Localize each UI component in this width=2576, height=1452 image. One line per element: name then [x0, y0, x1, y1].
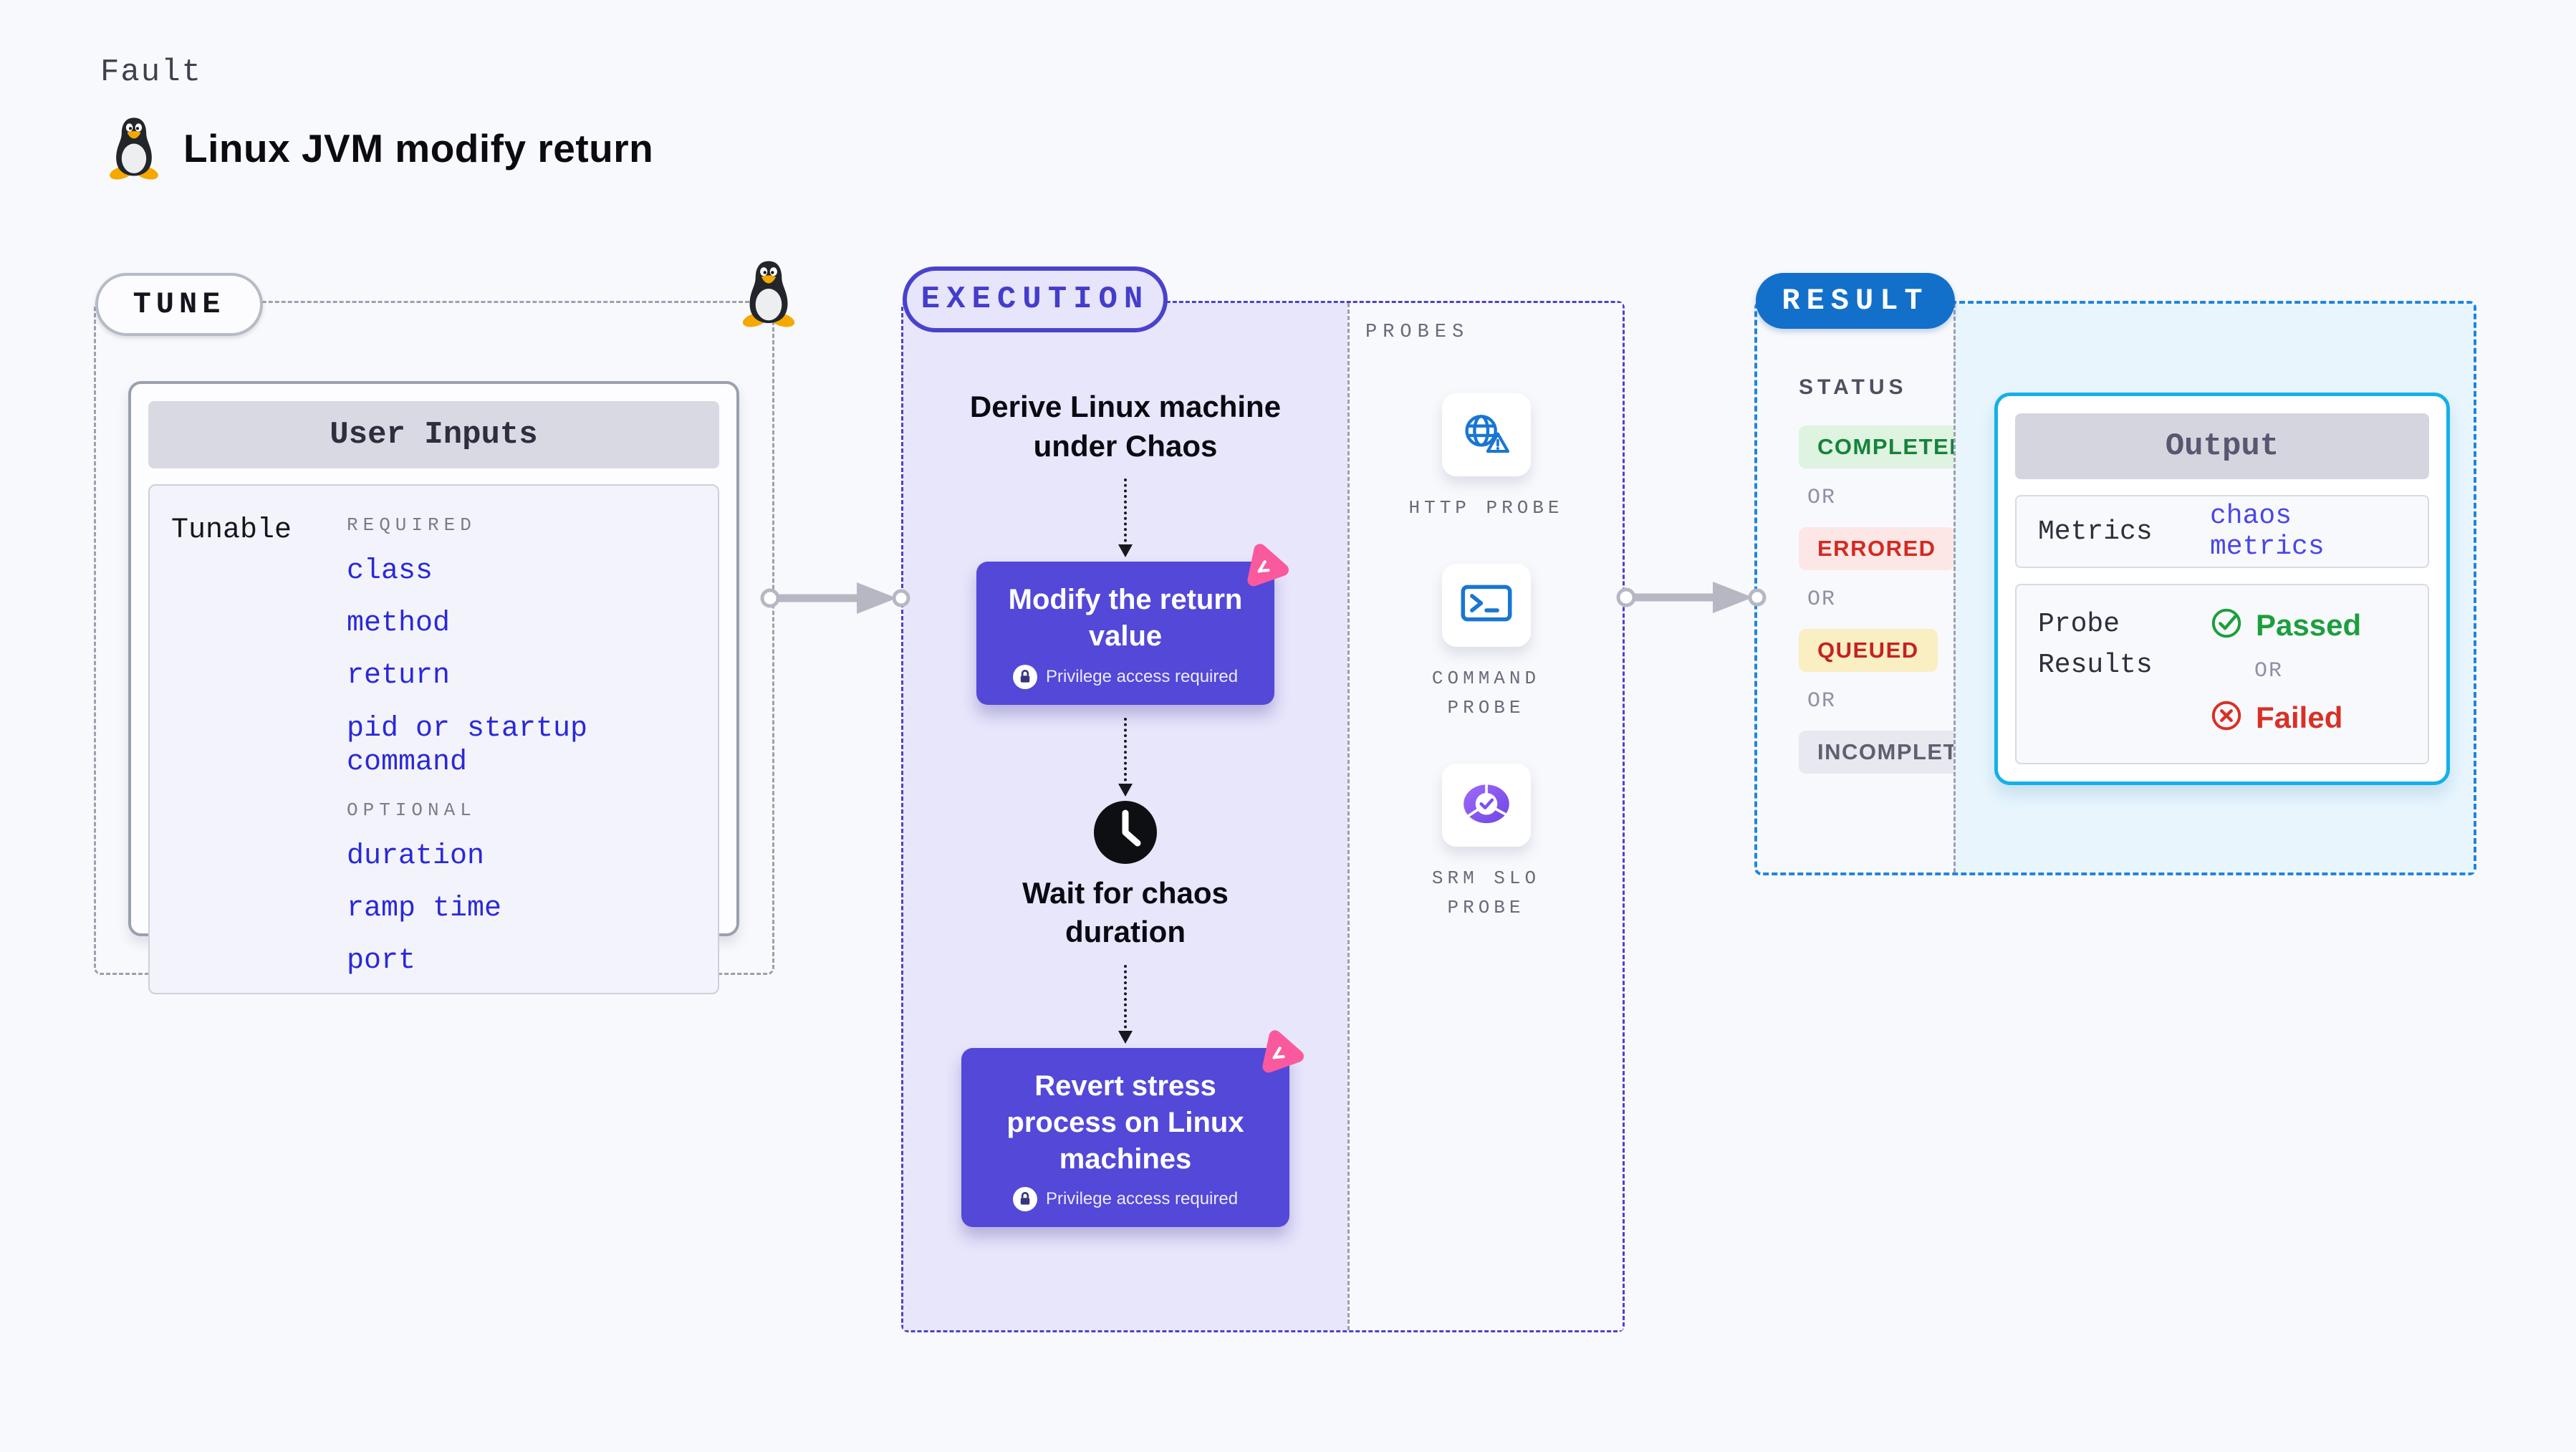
status-badge-queued: QUEUED [1799, 629, 1938, 672]
execution-pill: EXECUTION [903, 266, 1168, 332]
chaos-experiment-icon [1237, 540, 1294, 597]
privilege-row: Privilege access required [992, 664, 1259, 689]
privilege-label: Privilege access required [1045, 1189, 1239, 1209]
lock-icon [1012, 1187, 1037, 1212]
execution-section-box: Derive Linux machine under Chaos Modify … [901, 301, 1625, 1332]
failed-x-icon [2210, 699, 2243, 736]
probes-panel: PROBES HTTP PROBE COMMAND PROBE SRM SLO … [1347, 303, 1623, 1330]
derive-step-text: Derive Linux machine under Chaos [969, 390, 1282, 463]
metrics-label: Metrics [2038, 516, 2153, 547]
chaos-metrics-link[interactable]: chaos metrics [2210, 501, 2325, 562]
user-inputs-body: Tunable REQUIRED class method return pid or … [148, 484, 719, 994]
input-link-method[interactable]: method [347, 607, 451, 640]
execution-to-result-arrow [1616, 582, 1767, 613]
tunable-label: Tunable [171, 514, 292, 547]
input-link-return[interactable]: return [347, 660, 451, 693]
or-separator: OR [1807, 689, 1837, 713]
user-inputs-title: User Inputs [148, 401, 719, 468]
probe-item: HTTP PROBE [1408, 393, 1563, 524]
privilege-label: Privilege access required [1045, 666, 1239, 686]
execution-flow-panel: Derive Linux machine under Chaos Modify … [903, 303, 1347, 1330]
or-separator: OR [1807, 587, 1837, 612]
status-badge-errored: ERRORED [1799, 527, 1955, 570]
probe-item: SRM SLO PROBE [1431, 763, 1541, 923]
input-link-class[interactable]: class [347, 555, 433, 587]
probe-label: HTTP PROBE [1408, 497, 1564, 519]
output-panel: Output Metrics chaos metrics Probe Resul… [1953, 304, 2474, 872]
failed-label: Failed [2256, 700, 2343, 734]
probe-label: COMMAND PROBE [1431, 667, 1541, 719]
input-link-ramp-time[interactable]: ramp time [347, 893, 502, 925]
srm-slo-probe-icon [1458, 779, 1514, 830]
input-link-port[interactable]: port [347, 945, 416, 978]
input-link-pid-or-startup-command[interactable]: pid or startup command [347, 712, 588, 779]
tux-icon [106, 116, 162, 181]
required-section-label: REQUIRED [347, 514, 476, 536]
optional-section-label: OPTIONAL [347, 799, 476, 821]
tux-icon [738, 259, 799, 328]
passed-line: Passed [2210, 607, 2361, 643]
probe-card [1441, 393, 1531, 476]
tune-to-execution-arrow [760, 582, 910, 614]
flow-arrow-down [1118, 717, 1133, 797]
passed-check-icon [2210, 607, 2243, 643]
page-title-row: Linux JVM modify return [106, 116, 653, 181]
or-separator: OR [2254, 659, 2284, 683]
probe-label: SRM SLO PROBE [1431, 867, 1541, 919]
or-separator: OR [1807, 486, 1837, 510]
chaos-experiment-icon [1252, 1027, 1309, 1084]
lock-icon [1012, 664, 1037, 689]
failed-line: Failed [2210, 699, 2361, 736]
passed-label: Passed [2256, 607, 2362, 642]
step-card-title: Revert stress process on Linux machines [1006, 1069, 1244, 1175]
revert-stress-step-card[interactable]: Revert stress process on Linux machines … [961, 1030, 1304, 1228]
http-probe-icon [1458, 410, 1514, 461]
output-title: Output [2015, 413, 2429, 479]
fault-kicker: Fault [100, 54, 203, 90]
probe-results-label: Probe Results [2038, 609, 2153, 681]
metrics-row: Metrics chaos metrics [2015, 495, 2429, 568]
probe-results-row: Probe Results Passed OR Failed [2015, 584, 2429, 764]
flow-arrow-down [1118, 479, 1133, 558]
flow-arrow-down [1118, 964, 1133, 1044]
output-card: Output Metrics chaos metrics Probe Resul… [1994, 393, 2450, 785]
probe-item: COMMAND PROBE [1431, 563, 1541, 723]
probe-results-values: Passed OR Failed [2210, 604, 2361, 744]
tunable-input-list: REQUIRED class method return pid or startup … [347, 514, 706, 979]
privilege-row: Privilege access required [977, 1187, 1274, 1212]
result-pill: RESULT [1756, 273, 1955, 329]
wait-step-text: Wait for chaos duration [1022, 875, 1229, 949]
input-link-duration[interactable]: duration [347, 840, 485, 872]
probe-card [1441, 563, 1531, 647]
probes-label: PROBES [1365, 322, 1470, 343]
tune-pill: TUNE [95, 273, 263, 336]
page-title: Linux JVM modify return [183, 126, 654, 170]
step-card-title: Modify the return value [1008, 584, 1243, 652]
command-probe-icon [1458, 580, 1514, 630]
status-label: STATUS [1799, 375, 1908, 399]
modify-return-step-card[interactable]: Modify the return value Privilege access… [976, 544, 1289, 705]
clock-icon [1092, 799, 1158, 865]
user-inputs-card: User Inputs Tunable REQUIRED class method r… [128, 381, 739, 994]
probe-card [1441, 763, 1531, 847]
